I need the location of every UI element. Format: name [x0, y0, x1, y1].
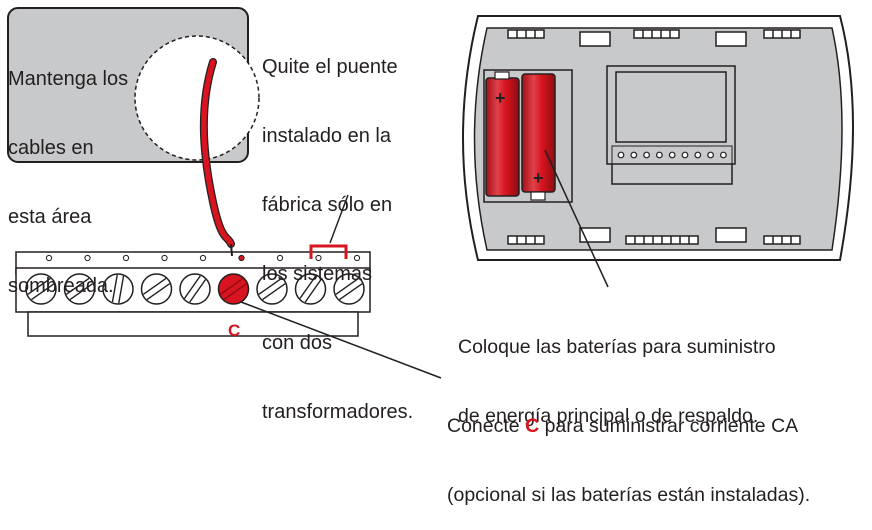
battery-2-plus: + — [533, 168, 544, 188]
battery-1-plus: + — [495, 88, 506, 108]
screw-icon — [102, 273, 134, 305]
terminal-block — [15, 243, 371, 337]
wall-hole — [134, 35, 260, 161]
screw-icon — [25, 273, 57, 305]
vent-slots — [625, 235, 699, 245]
terminal-hole — [353, 254, 361, 262]
screw-icon — [256, 273, 288, 305]
terminal-hole — [45, 254, 53, 262]
connect-note: Conecte C para suministrar corriente CA … — [447, 415, 811, 506]
connector-pin — [681, 151, 689, 159]
terminal-hole — [276, 254, 284, 262]
screw-icon — [179, 273, 211, 305]
jumper-note: Quite el puente instalado en la fábrica … — [262, 56, 414, 423]
vent-slots — [763, 29, 801, 39]
connector-pin — [668, 151, 676, 159]
screw-icon — [333, 273, 365, 305]
screw-icon — [140, 273, 173, 305]
connector-pin — [630, 151, 638, 159]
connect-leader-line — [240, 301, 442, 379]
factory-jumper — [309, 244, 348, 259]
wiring-diagram: + + Mantenga los cables en esta área som… — [7, 7, 854, 506]
connector-pin — [694, 151, 702, 159]
connector-pin — [643, 151, 650, 159]
terminal-hole — [238, 254, 245, 262]
battery-leader-line — [544, 149, 609, 288]
screw-icon — [294, 273, 327, 305]
screw-icon — [63, 273, 96, 305]
vent-slots — [507, 235, 545, 245]
vent-slots — [633, 29, 680, 39]
terminal-c-highlight: C — [525, 415, 540, 437]
connector-pin — [720, 151, 727, 159]
terminal-c-label: C — [228, 321, 241, 340]
terminal-hole — [161, 254, 168, 262]
terminal-hole — [315, 254, 322, 262]
terminal-hole — [84, 254, 91, 262]
terminal-hole — [199, 254, 207, 262]
connector-pin — [617, 151, 625, 159]
jumper-leader-line — [329, 194, 349, 244]
connector-pin — [656, 151, 663, 159]
diagram-drawing: + + — [7, 7, 854, 379]
c-screw-icon — [217, 273, 250, 305]
connector-pin — [707, 151, 714, 159]
thermostat-backplate: + + — [462, 15, 854, 261]
vent-slots — [763, 235, 801, 245]
vent-slots — [507, 29, 545, 39]
terminal-hole — [122, 254, 130, 262]
shaded-area-label: Mantenga los cables en esta área sombrea… — [8, 68, 129, 297]
